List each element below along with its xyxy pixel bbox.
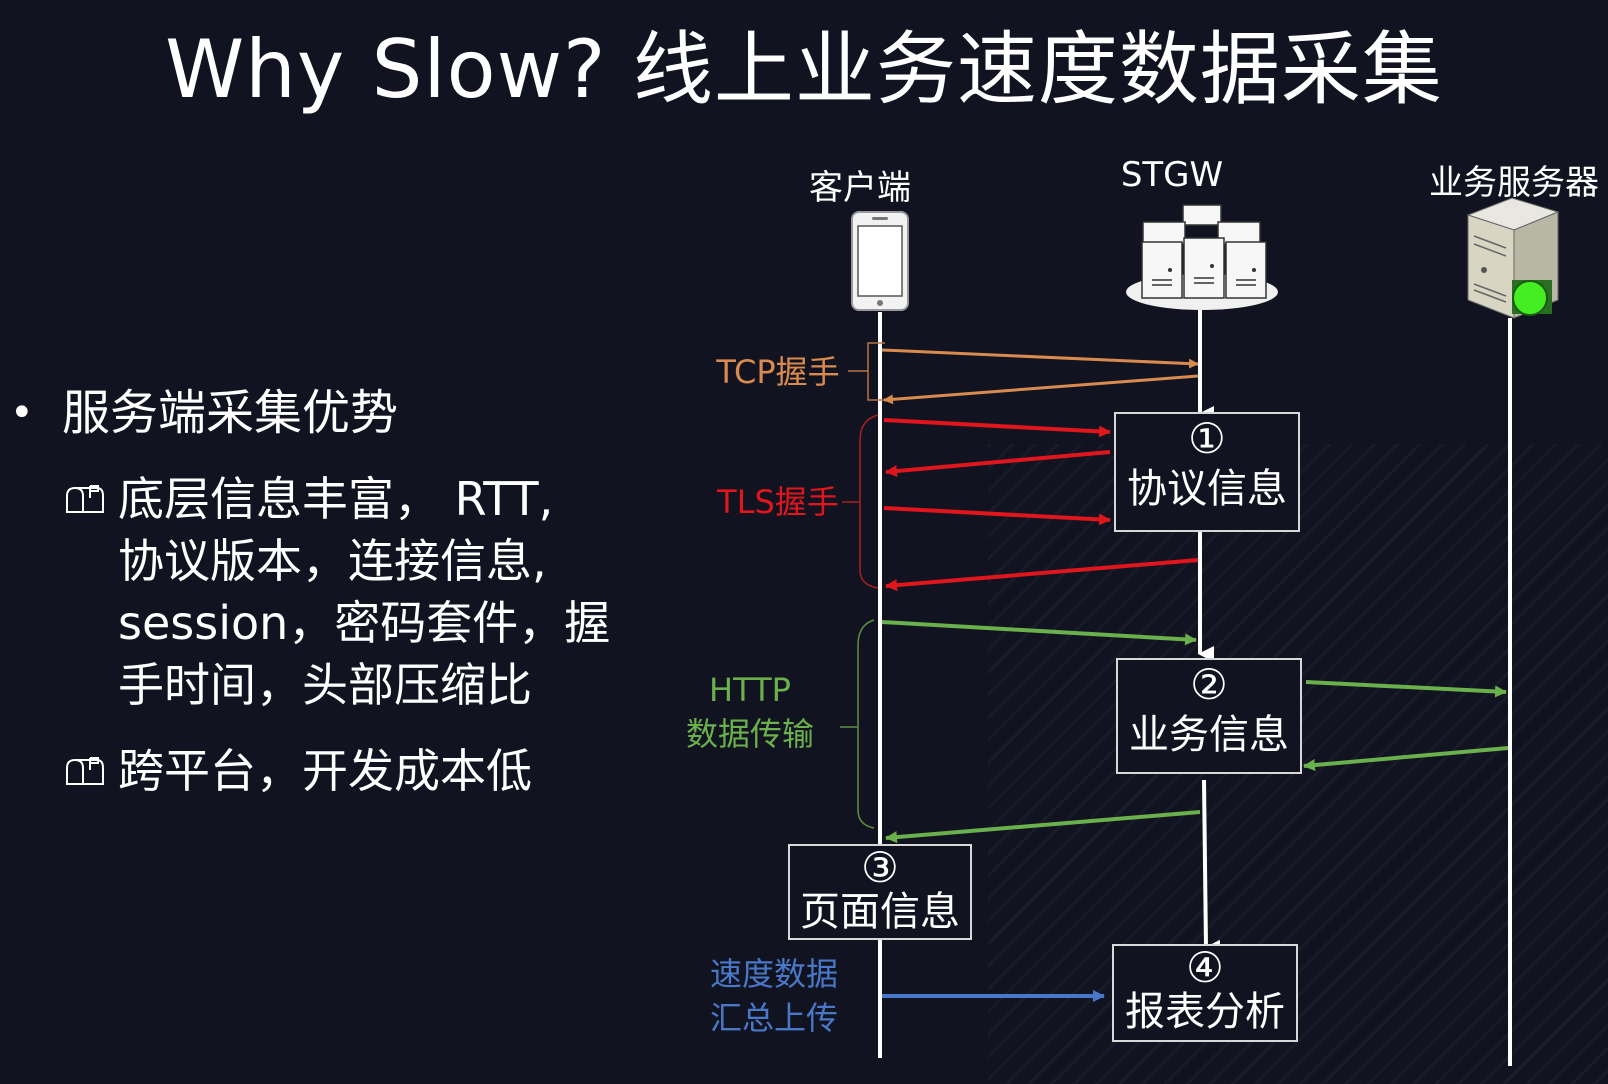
- tcp-bracket: [848, 342, 885, 401]
- sub-bullet-2: 跨平台，开发成本低: [10, 740, 650, 802]
- http-response-arrow: [885, 810, 1201, 844]
- stgw-lifeline-3: [1202, 779, 1221, 956]
- phase-tcp-label: TCP握手: [716, 353, 840, 391]
- tls-finished-arrow: [885, 558, 1199, 592]
- step-1-text: 协议信息: [1127, 466, 1287, 512]
- http-forward-arrow: [1305, 680, 1507, 698]
- step-4-number: ④: [1186, 943, 1224, 992]
- phase-upload-label: 速度数据 汇总上传: [694, 952, 854, 1040]
- sub2-text: 跨平台，开发成本低: [118, 744, 532, 798]
- bullet-main-text: 服务端采集优势: [62, 385, 399, 441]
- phase-http-line1: HTTP: [709, 671, 791, 709]
- step-3-text: 页面信息: [800, 889, 960, 935]
- bullet-dot-icon: •: [10, 390, 34, 436]
- step-2-number: ②: [1190, 660, 1228, 709]
- phase-upload-line1: 速度数据: [709, 955, 838, 993]
- sub1-line-3: session，密码套件，握: [118, 596, 611, 650]
- business-server-icon: [1466, 197, 1560, 319]
- phase-tls-label: TLS握手: [717, 483, 839, 521]
- tls-bracket: [842, 414, 879, 589]
- server-cluster-icon: [1126, 204, 1278, 310]
- sub1-line-4: 手时间，头部压缩比: [118, 658, 532, 712]
- http-bracket: [840, 619, 875, 829]
- http-request-arrow: [881, 620, 1197, 646]
- bullet-main: • 服务端采集优势: [10, 382, 650, 444]
- step-box-protocol-info: ① 协议信息: [1114, 412, 1300, 532]
- step-box-page-info: ③ 页面信息: [788, 844, 972, 940]
- sub1-line-2: 协议版本，连接信息,: [118, 534, 547, 588]
- tls-serverhello-arrow: [885, 450, 1111, 477]
- tcp-syn-arrow: [881, 348, 1199, 369]
- tls-clienthello-arrow: [883, 418, 1111, 438]
- sub-bullet-1: 底层信息丰富， RTT, 协议版本，连接信息, session，密码套件，握 手…: [10, 468, 650, 716]
- page-title: Why Slow? 线上业务速度数据采集: [165, 23, 1443, 116]
- bullet-list: • 服务端采集优势 底层信息丰富， RTT, 协议版本，连接信息, sessio…: [10, 382, 650, 802]
- phase-http-line2: 数据传输: [685, 715, 814, 753]
- status-light-icon: [1512, 280, 1548, 316]
- tls-keyexchange-arrow: [883, 506, 1111, 526]
- actor-client-label: 客户端: [809, 168, 911, 208]
- mailbox-icon: [66, 485, 104, 513]
- tcp-synack-arrow: [883, 374, 1199, 405]
- step-1-number: ①: [1188, 414, 1226, 463]
- step-box-business-info: ② 业务信息: [1116, 658, 1302, 774]
- phase-upload-line2: 汇总上传: [709, 999, 838, 1037]
- http-server-response-arrow: [1303, 746, 1509, 772]
- actor-stgw-label: STGW: [1120, 155, 1224, 195]
- mailbox-icon: [66, 757, 104, 785]
- phone-icon: [851, 211, 909, 311]
- step-3-number: ③: [861, 843, 899, 892]
- actor-server-label: 业务服务器: [1429, 163, 1599, 203]
- phase-http-label: HTTP 数据传输: [670, 668, 830, 756]
- step-box-report-analysis: ④ 报表分析: [1112, 944, 1298, 1042]
- sub1-line-1: 底层信息丰富， RTT,: [118, 472, 554, 526]
- step-4-text: 报表分析: [1125, 989, 1285, 1035]
- step-2-text: 业务信息: [1129, 712, 1289, 758]
